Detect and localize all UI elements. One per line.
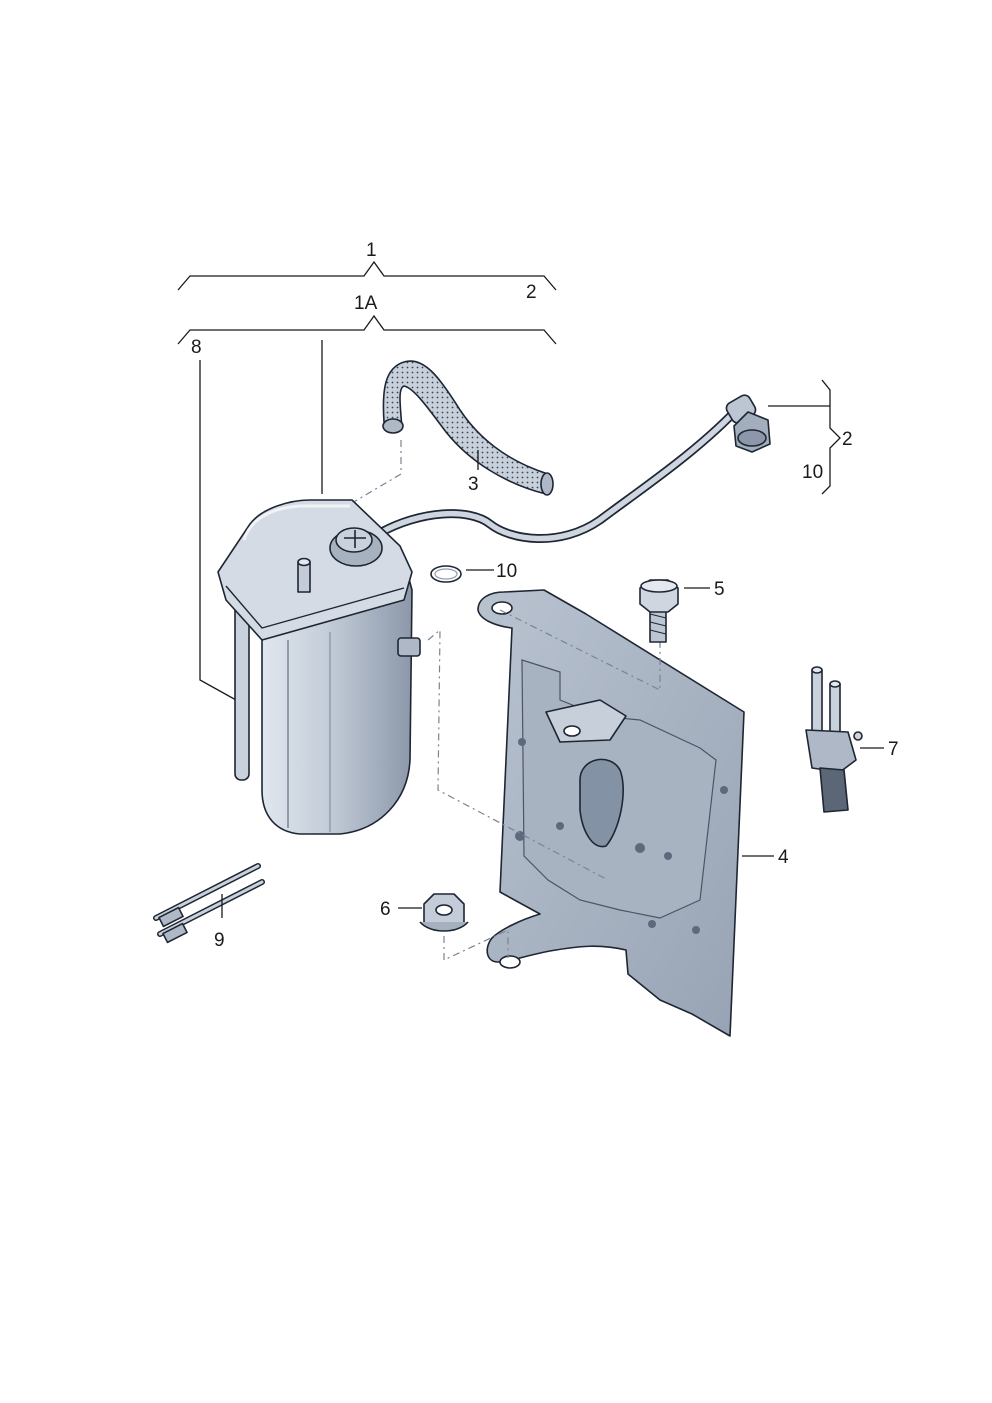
hose-connector [805,666,863,813]
o-ring [430,565,462,583]
callout-10: 10 [496,561,517,582]
callout-6: 6 [380,899,391,920]
callout-1: 1 [366,240,377,261]
callout-2-right: 2 [842,429,853,450]
callout-4: 4 [778,847,789,868]
bracket-1 [177,260,557,291]
hex-nut [419,893,469,932]
callout-7: 7 [888,739,899,760]
mounting-bracket [477,589,745,1037]
callout-2-top: 2 [526,282,537,303]
callout-3: 3 [468,474,479,495]
fuel-line [373,394,771,543]
nut-dash-line [443,929,509,961]
leader-8 [199,360,237,701]
callout-10-right: 10 [802,462,823,483]
bracket-right [821,379,841,495]
cable-ties [153,863,265,944]
callout-8: 8 [191,337,202,358]
vent-hose [382,360,554,496]
hex-bolt [639,579,679,643]
bracket-1a [177,314,557,345]
callout-1a: 1A [354,293,378,314]
charcoal-canister [217,499,421,835]
callout-9: 9 [214,930,225,951]
callout-5: 5 [714,579,725,600]
